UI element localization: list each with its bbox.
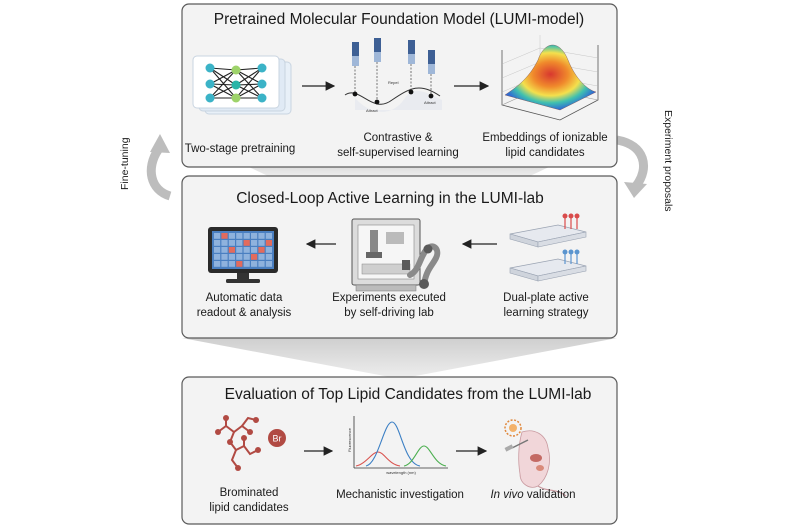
heatmap-cell xyxy=(236,254,243,260)
caption-dual-plate-line1: Dual-plate active xyxy=(503,292,589,304)
fine-tuning-label: Fine-tuning xyxy=(119,137,131,190)
heatmap-cell xyxy=(265,247,272,253)
heatmap-cell xyxy=(228,261,235,267)
heatmap-cell xyxy=(251,233,258,239)
heatmap-cell xyxy=(258,254,265,260)
heatmap-cell xyxy=(221,233,228,239)
caption-two-stage-pretraining: Two-stage pretraining xyxy=(185,143,296,155)
caption-brominated-line1: Brominated xyxy=(220,487,279,499)
spectrum-ylabel: Fluorescence xyxy=(347,427,352,452)
heatmap-cell xyxy=(243,254,250,260)
heatmap-cell xyxy=(214,233,221,239)
bromine-atom xyxy=(268,429,286,447)
panel-title-closed-loop: Closed-Loop Active Learning in the LUMI-… xyxy=(236,190,544,207)
heatmap-cell xyxy=(221,247,228,253)
panel-evaluation xyxy=(181,376,618,525)
heatmap-cell xyxy=(258,247,265,253)
dual-plate-icon xyxy=(509,213,587,282)
caption-dual-plate-line2: learning strategy xyxy=(503,307,588,319)
heatmap-cell xyxy=(265,240,272,246)
heatmap-cell xyxy=(221,254,228,260)
connector-middle-to-bottom xyxy=(182,338,617,377)
heatmap-cell xyxy=(228,240,235,246)
experiment-proposals-label: Experiment proposals xyxy=(662,110,674,212)
caption-in-vivo-rest: validation xyxy=(524,489,576,501)
heatmap-cell xyxy=(251,240,258,246)
heatmap-cell xyxy=(251,261,258,267)
lipid-molecule-icon: Br xyxy=(215,415,286,471)
caption-embeddings-line2: lipid candidates xyxy=(505,147,585,159)
caption-experiments-line2: by self-driving lab xyxy=(344,307,433,319)
heatmap-cell xyxy=(265,261,272,267)
heatmap-cell xyxy=(214,254,221,260)
heatmap-cell xyxy=(214,240,221,246)
heatmap-cell xyxy=(265,233,272,239)
heatmap-cell xyxy=(258,261,265,267)
attract-label-a: Attract xyxy=(366,108,378,113)
heatmap-cell xyxy=(243,240,250,246)
caption-data-readout-line2: readout & analysis xyxy=(197,307,292,319)
caption-in-vivo-italic: In vivo xyxy=(490,489,524,501)
heatmap-cell xyxy=(214,261,221,267)
self-driving-lab-icon xyxy=(351,218,441,292)
experiment-proposals-arrow xyxy=(615,135,649,198)
caption-contrastive-line1: Contrastive & xyxy=(363,132,432,144)
embedding-surface-icon xyxy=(501,35,599,121)
heatmap-cell xyxy=(243,261,250,267)
heatmap-cell xyxy=(243,247,250,253)
heatmap-cell xyxy=(251,247,258,253)
heatmap-cell xyxy=(236,247,243,253)
heatmap-cell xyxy=(236,261,243,267)
heatmap-cell xyxy=(265,254,272,260)
bromine-label: Br xyxy=(273,434,282,444)
heatmap-cell xyxy=(251,254,258,260)
heatmap-cell xyxy=(214,247,221,253)
heatmap-cell xyxy=(258,240,265,246)
fine-tuning-arrow xyxy=(146,134,172,201)
spectrum-xlabel: wavelength (nm) xyxy=(386,470,416,475)
attract-label-b: Attract xyxy=(424,100,436,105)
mouse-in-vivo-icon xyxy=(504,419,567,497)
spectrum-curve-green xyxy=(403,445,447,467)
repel-label: Repel xyxy=(388,80,399,85)
caption-brominated-line2: lipid candidates xyxy=(209,502,289,514)
caption-mechanistic: Mechanistic investigation xyxy=(336,489,464,501)
heatmap-cell xyxy=(258,233,265,239)
spectrum-curve-blue xyxy=(365,421,421,467)
contrastive-learning-icon: Repel Attract Attract xyxy=(344,38,442,113)
fluorescence-spectrum-icon: Fluorescence wavelength (nm) xyxy=(347,416,448,475)
heatmap-cell xyxy=(228,247,235,253)
caption-data-readout-line1: Automatic data xyxy=(206,292,283,304)
heatmap-cell xyxy=(243,233,250,239)
spectrum-curve-red xyxy=(355,451,401,467)
neural-network-icon xyxy=(192,55,292,115)
caption-contrastive-line2: self-supervised learning xyxy=(337,147,458,159)
caption-experiments-line1: Experiments executed xyxy=(332,292,446,304)
heatmap-cell xyxy=(236,240,243,246)
heatmap-cell xyxy=(236,233,243,239)
caption-in-vivo: In vivo validation xyxy=(490,489,575,501)
heatmap-cell xyxy=(221,261,228,267)
monitor-icon xyxy=(208,227,278,283)
panel-title-evaluation: Evaluation of Top Lipid Candidates from … xyxy=(225,386,592,403)
heatmap-cell xyxy=(228,233,235,239)
heatmap-cell xyxy=(228,254,235,260)
panel-pretrained-model xyxy=(181,3,618,168)
heatmap-cell xyxy=(221,240,228,246)
panel-title-pretrained-model: Pretrained Molecular Foundation Model (L… xyxy=(214,11,584,28)
caption-embeddings-line1: Embeddings of ionizable xyxy=(482,132,607,144)
